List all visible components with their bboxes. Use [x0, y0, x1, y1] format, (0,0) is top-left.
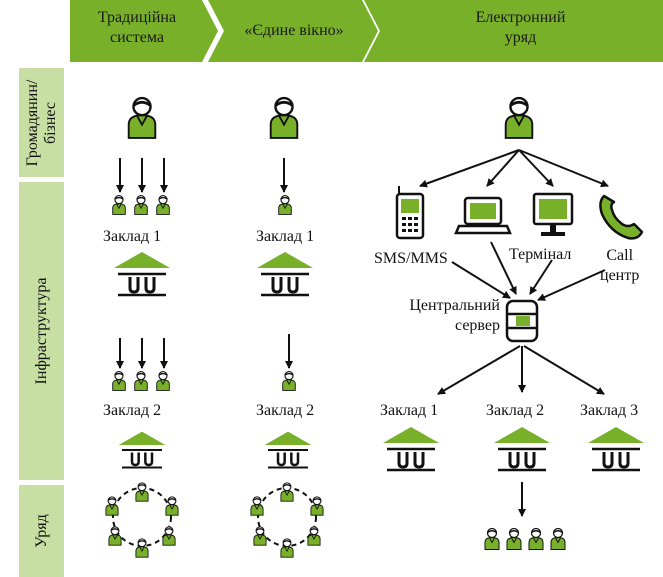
arrows-traditional-1: [116, 158, 168, 193]
header-one-window-label: «Єдине вікно»: [244, 22, 344, 39]
header-egov: Електронний уряд: [364, 0, 663, 62]
label-call-center-line1: Call: [606, 247, 634, 264]
person-icon-traditional-citizen: [127, 96, 157, 140]
side-government: Уряд: [19, 485, 64, 577]
label-terminal: Термінал: [509, 246, 572, 263]
arrows-to-server: [451, 241, 606, 301]
person-icon-egov-gov-4: [550, 527, 566, 551]
label-sms: SMS/MMS: [374, 250, 448, 267]
person-icon-egov-citizen: [504, 96, 534, 140]
label-central-server-line2: сервер: [455, 317, 500, 334]
person-icon-egov-gov-1: [484, 527, 500, 551]
government-cluster-window: [250, 482, 324, 558]
person-icon-traditional-clerk-1a: [111, 194, 127, 216]
arrows-egov-channels: [419, 149, 609, 188]
person-icon-egov-gov-2: [506, 527, 522, 551]
arrows-server-to-institutions: [437, 345, 605, 395]
label-call-center-line2: центр: [600, 267, 640, 284]
building-icon-window-2: [263, 430, 313, 469]
phone-icon: [599, 194, 644, 240]
building-icon-egov-1: [381, 425, 441, 472]
label-call-center: Call центр: [600, 246, 639, 286]
monitor-icon: [532, 192, 574, 236]
label-institution-2-traditional: Заклад 2: [103, 402, 162, 419]
label-egov-institution-2: Заклад 2: [486, 402, 545, 419]
header-traditional: Традиційна система: [70, 0, 218, 62]
arrows-traditional-2: [116, 338, 168, 369]
building-icon-window-1: [255, 250, 315, 297]
building-icon-traditional-2: [117, 430, 167, 469]
header-egov-line2: уряд: [504, 29, 537, 46]
person-icon-traditional-clerk-2c: [155, 370, 171, 392]
side-citizens: Громадянин/ бізнес: [19, 68, 64, 177]
person-icon-traditional-clerk-2a: [111, 370, 127, 392]
laptop-icon: [454, 196, 512, 235]
label-egov-institution-1: Заклад 1: [380, 402, 439, 419]
building-icon-egov-2: [492, 425, 552, 472]
mobile-phone-icon: [395, 186, 425, 240]
label-institution-1-traditional: Заклад 1: [103, 228, 162, 245]
label-institution-1-window: Заклад 1: [256, 228, 315, 245]
header-egov-line1: Електронний: [475, 9, 566, 26]
header-one-window: «Єдине вікно»: [208, 0, 378, 62]
person-icon-traditional-clerk-2b: [133, 370, 149, 392]
header-traditional-line1: Традиційна: [97, 9, 177, 26]
person-icon-traditional-clerk-1b: [133, 194, 149, 216]
label-egov-institution-3: Заклад 3: [580, 402, 639, 419]
person-icon-window-citizen: [269, 96, 299, 140]
label-institution-2-window: Заклад 2: [256, 402, 315, 419]
building-icon-traditional-1: [112, 250, 172, 297]
header-traditional-line2: система: [110, 29, 164, 46]
label-central-server-line1: Центральний: [409, 297, 500, 314]
person-icon-window-clerk-1: [277, 194, 293, 216]
label-central-server: Центральний сервер: [396, 296, 500, 336]
person-icon-window-clerk-2: [281, 370, 297, 392]
person-icon-traditional-clerk-1c: [155, 194, 171, 216]
person-icon-egov-gov-3: [528, 527, 544, 551]
government-cluster-traditional: [105, 482, 179, 558]
building-icon-egov-3: [586, 425, 646, 472]
server-icon: [505, 299, 539, 343]
side-infrastructure: Інфраструктура: [19, 182, 64, 480]
